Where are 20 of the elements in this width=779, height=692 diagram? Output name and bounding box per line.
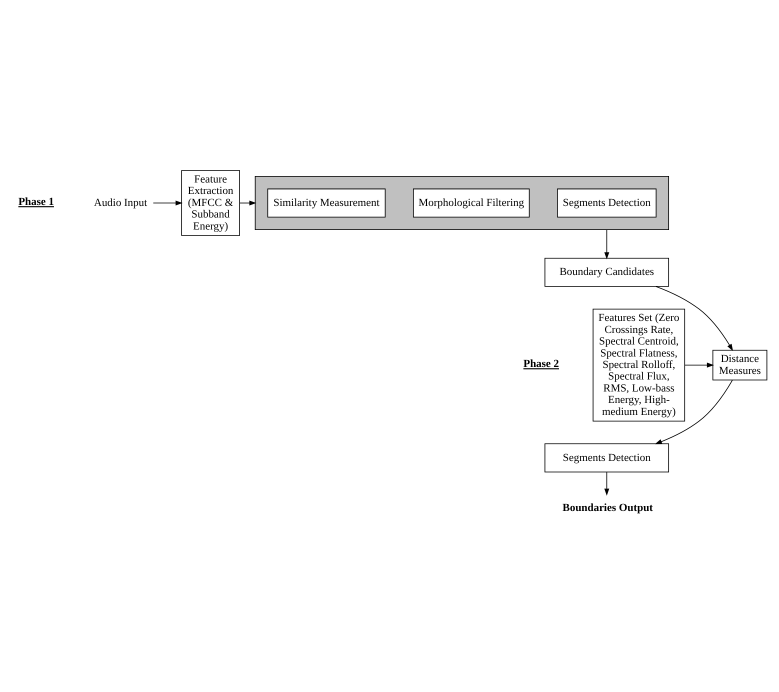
node-box: Features Set (Zero Crossings Rate, Spectral Centroid, Spectral Flatness, Spectral Rolloff, Spectral Flux, RMS, Low-bass Energy, High-medium Energy) xyxy=(592,308,686,421)
node-text: Boundaries Output xyxy=(562,501,653,514)
node-box: Segments Detection xyxy=(557,188,656,217)
label: Phase 1 xyxy=(18,196,54,208)
node-box: Distance Measures xyxy=(712,349,768,380)
node-box: Segments Detection xyxy=(544,442,670,472)
node-text: Audio Input xyxy=(94,196,148,208)
node-box: Feature Extraction (MFCC & Subband Energy) xyxy=(181,170,240,236)
arrow xyxy=(656,286,734,351)
cluster xyxy=(254,176,670,230)
arrow xyxy=(604,228,610,259)
node-box: Morphological Filtering xyxy=(412,188,530,217)
node-box: Boundary Candidates xyxy=(544,257,670,286)
label: Phase 2 xyxy=(523,358,559,370)
arrow xyxy=(239,200,256,205)
arrow xyxy=(604,471,610,496)
arrow xyxy=(152,200,183,205)
arrow xyxy=(684,362,714,368)
node-box: Similarity Measurement xyxy=(267,188,386,217)
arrow xyxy=(654,379,733,444)
